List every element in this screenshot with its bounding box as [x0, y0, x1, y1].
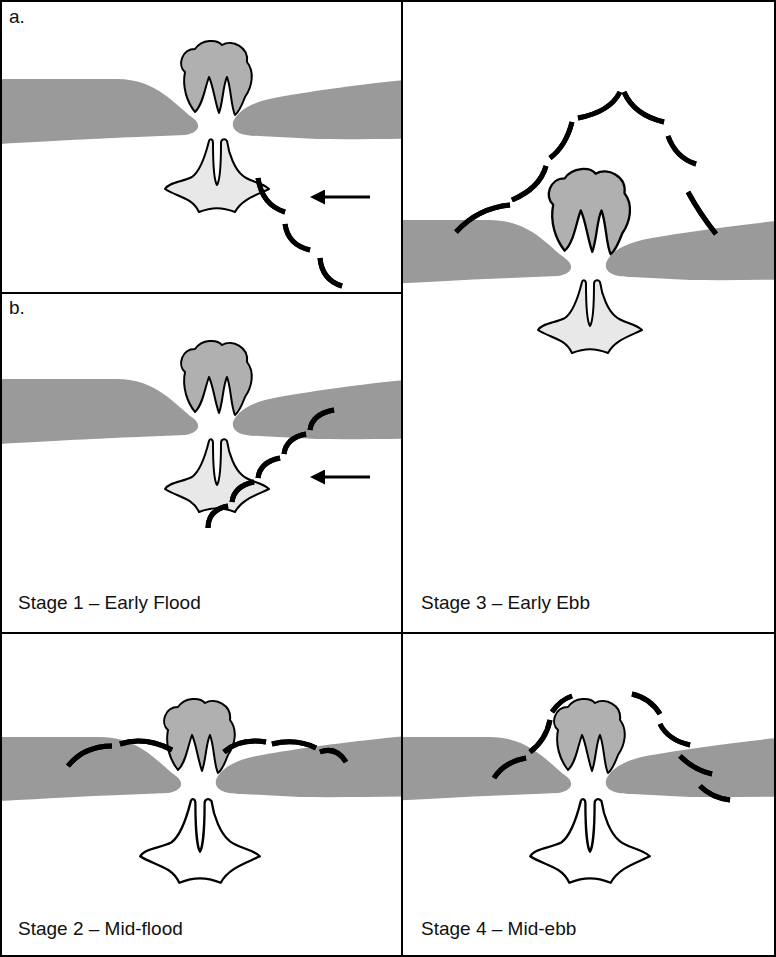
wave-crest — [512, 166, 546, 200]
wave-crest — [578, 92, 620, 118]
wave-crest — [660, 724, 690, 745]
wave-crest — [624, 92, 664, 122]
stage-title: Stage 1 – Early Flood — [18, 592, 201, 614]
panel-stage-2 — [0, 699, 402, 883]
wave-crest — [668, 136, 696, 164]
wave-crest — [680, 756, 712, 774]
wave-crest — [258, 178, 285, 212]
wave-crest — [700, 786, 730, 800]
wave-crest — [456, 205, 510, 232]
stage-title: Stage 4 – Mid-ebb — [421, 918, 576, 940]
wave-crest — [494, 758, 526, 778]
panel-stage-3 — [402, 92, 776, 353]
panel-a — [0, 41, 402, 286]
panel-stage-4 — [402, 694, 776, 883]
wave-crest — [120, 741, 172, 750]
panel-letter: a. — [9, 6, 25, 28]
wave-crest — [320, 258, 342, 286]
wave-crest — [530, 720, 550, 752]
stage-title: Stage 3 – Early Ebb — [421, 592, 590, 614]
wave-crest — [550, 122, 572, 158]
wave-crest — [552, 696, 572, 712]
wave-crest — [258, 458, 280, 478]
wave-crest — [285, 224, 310, 250]
wave-crest — [632, 694, 660, 714]
wave-crest — [320, 750, 346, 762]
wave-crest — [68, 746, 112, 766]
panel-letter: b. — [9, 297, 25, 319]
wave-crest — [208, 506, 228, 528]
wave-crest — [284, 434, 306, 454]
wave-crest — [272, 742, 316, 748]
stage-title: Stage 2 – Mid-flood — [18, 918, 183, 940]
wave-crest — [688, 192, 716, 234]
wave-crest — [224, 741, 266, 752]
wave-crest — [232, 482, 254, 502]
wave-crest — [310, 410, 334, 430]
panel-b — [0, 341, 402, 528]
